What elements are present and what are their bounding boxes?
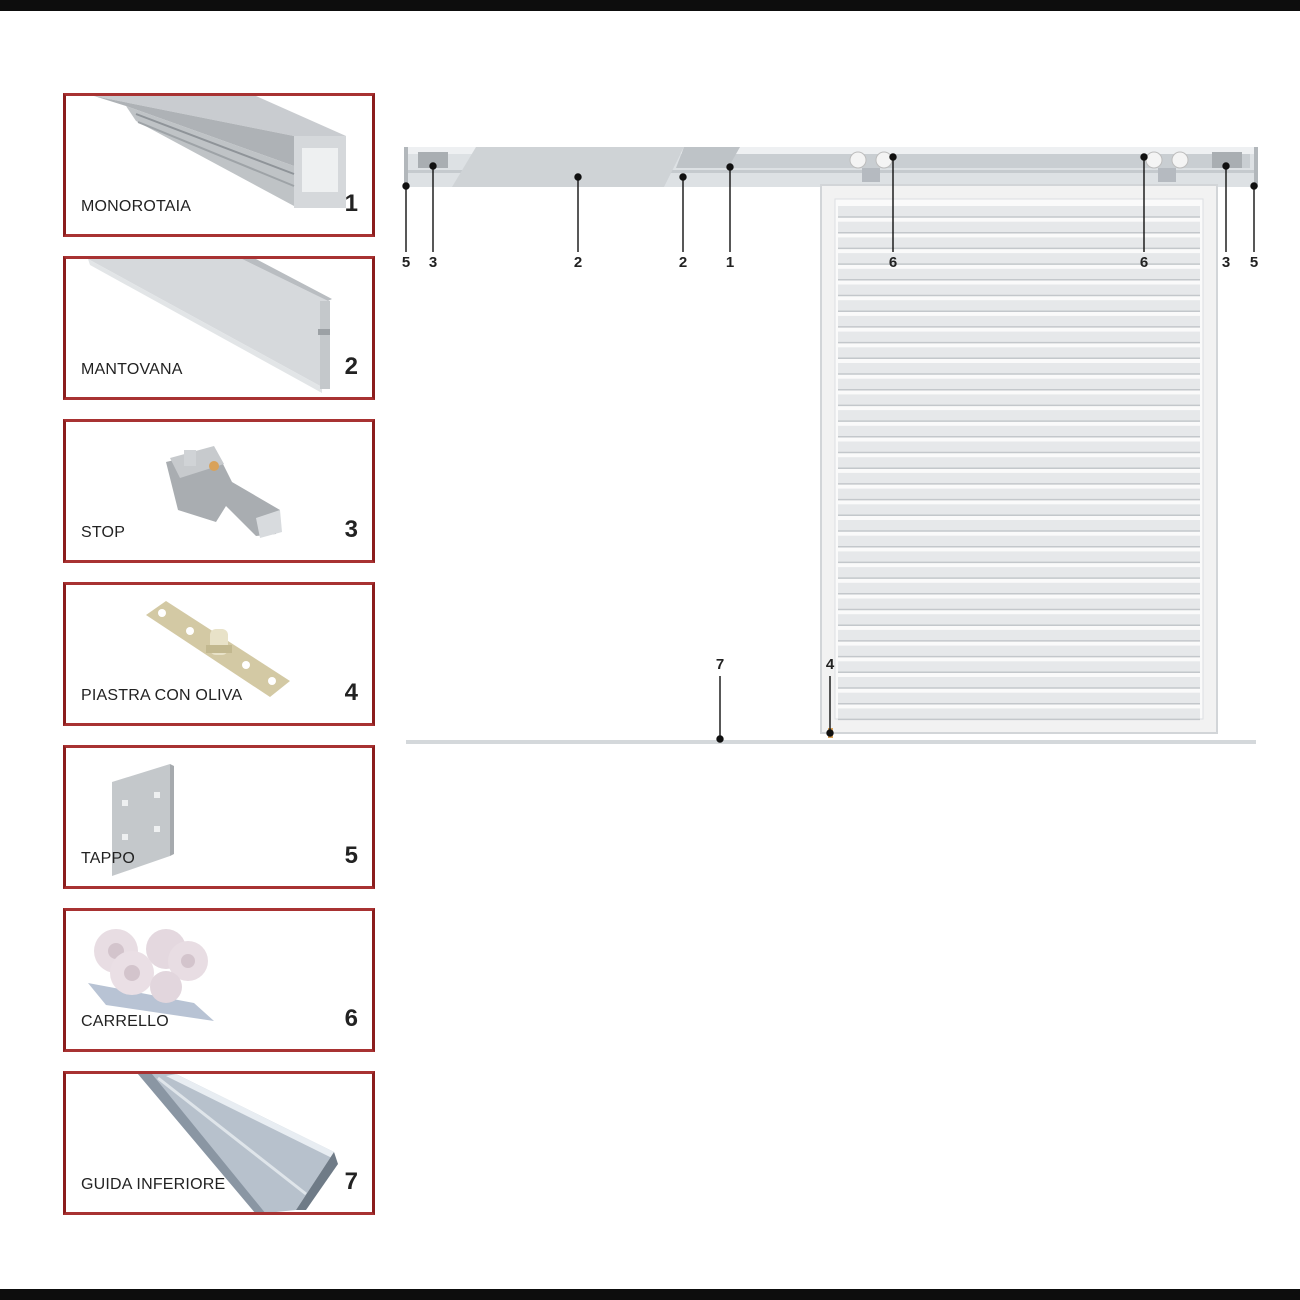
callout-trolley-right: 6 [1139, 254, 1149, 271]
shutter-slat [838, 582, 1200, 594]
bottom-border-bar [0, 1289, 1300, 1300]
shutter-slat [838, 363, 1200, 374]
component-label: PIASTRA CON OLIVA [81, 687, 243, 704]
component-label: CARRELLO [81, 1013, 169, 1030]
shutter-slat [838, 315, 1200, 327]
callout-end-cap-left: 5 [401, 254, 411, 271]
callout-dot [1140, 153, 1148, 161]
end-cap-icon [112, 764, 174, 876]
shutter-slat [838, 614, 1200, 626]
shutter-slat [838, 645, 1200, 657]
shutter-slat [838, 708, 1200, 720]
shutter-slats [838, 206, 1200, 721]
callout-valance-b: 2 [678, 254, 688, 271]
valance [452, 147, 684, 187]
component-number: 1 [344, 190, 358, 217]
shutter-slat [838, 629, 1200, 641]
shutter-slat [838, 331, 1200, 343]
callout-dot [1250, 182, 1258, 190]
shutter-slat [838, 300, 1200, 312]
trolley-left [849, 151, 893, 182]
callout-dot [574, 173, 582, 181]
shutter-slat [838, 268, 1200, 280]
callout-guide-plate: 4 [825, 656, 835, 673]
component-number: 7 [344, 1168, 358, 1195]
shutter-slat [838, 504, 1200, 516]
callout-dot [1222, 162, 1230, 170]
shutter-slat [838, 394, 1200, 406]
shutter-slat [838, 221, 1200, 233]
shutter-slat [838, 253, 1200, 265]
stop-left [418, 152, 448, 168]
trolley-icon [88, 929, 214, 1021]
component-card-piastra-con-oliva: PIASTRA CON OLIVA 4 [63, 582, 375, 726]
component-card-stop: STOP 3 [63, 419, 375, 563]
shutter-slat [838, 520, 1200, 531]
shutter-slat [838, 425, 1200, 437]
valance-profile-icon [88, 259, 332, 393]
component-number: 3 [344, 516, 358, 543]
shutter-slat [838, 551, 1200, 563]
shutter-slat [838, 661, 1200, 673]
end-cap-right [1254, 147, 1258, 187]
shutter-slat [838, 567, 1200, 579]
component-card-guida-inferiore: GUIDA INFERIORE 7 [63, 1071, 375, 1215]
stop-right [1212, 152, 1242, 168]
callout-stop-left: 3 [428, 254, 438, 271]
shutter-slat [838, 410, 1200, 422]
end-cap-left [404, 147, 408, 187]
component-label: MANTOVANA [81, 361, 183, 378]
callout-valance-a: 2 [573, 254, 583, 271]
stop-block-icon [166, 446, 282, 538]
callout-bottom-guide: 7 [715, 656, 725, 673]
component-card-mantovana: MANTOVANA 2 [63, 256, 375, 400]
callout-trolley-left: 6 [888, 254, 898, 271]
bottom-guide-icon [138, 1074, 338, 1212]
callout-dot [429, 162, 437, 170]
callout-monorail: 1 [725, 254, 735, 271]
component-label: TAPPO [81, 850, 136, 867]
shutter-slat [838, 284, 1200, 296]
component-number: 4 [344, 679, 358, 706]
component-label: GUIDA INFERIORE [81, 1176, 226, 1193]
component-number: 6 [344, 1005, 358, 1032]
component-label: STOP [81, 524, 126, 541]
callout-dot [726, 163, 734, 171]
shutter-slat [838, 441, 1200, 453]
callout-end-cap-right: 5 [1249, 254, 1259, 271]
bottom-guide [406, 740, 1256, 744]
callout-dot [716, 735, 724, 743]
callout-dot [402, 182, 410, 190]
shutter-slat [838, 378, 1200, 390]
top-border-bar [0, 0, 1300, 11]
component-number: 2 [344, 353, 358, 380]
component-number: 5 [344, 842, 358, 869]
shutter-slat [838, 472, 1200, 484]
guide-plate-icon [146, 601, 290, 697]
callout-stop-right: 3 [1221, 254, 1231, 271]
trolley-right [1145, 151, 1189, 182]
shutter-slat [838, 488, 1200, 500]
shutter-slat [838, 457, 1200, 469]
shutter-slat [838, 535, 1200, 547]
shutter-slat [838, 677, 1200, 688]
shutter-slat [838, 598, 1200, 610]
callout-dot [889, 153, 897, 161]
component-card-monorotaia: MONOROTAIA 1 [63, 93, 375, 237]
component-label: MONOROTAIA [81, 198, 192, 215]
component-card-carrello: CARRELLO 6 [63, 908, 375, 1052]
component-card-tappo: TAPPO 5 [63, 745, 375, 889]
shutter-slat [838, 347, 1200, 359]
callout-dot [679, 173, 687, 181]
rail-profile-icon [94, 96, 346, 208]
shutter-slat [838, 206, 1200, 217]
shutter-slat [838, 237, 1200, 249]
callout-dot [826, 729, 834, 737]
shutter-slat [838, 692, 1200, 704]
